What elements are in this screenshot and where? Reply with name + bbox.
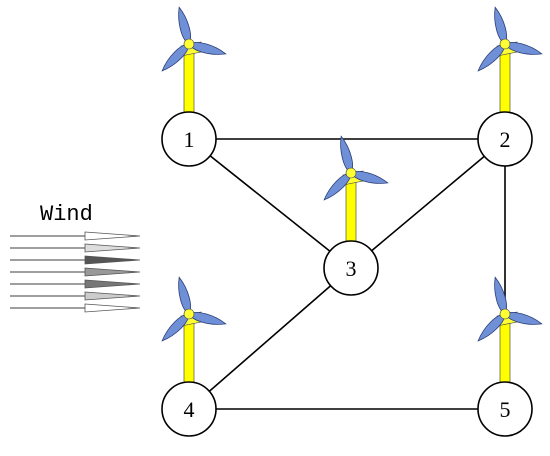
wind-arrow [10, 279, 141, 289]
wind-arrow [10, 255, 141, 265]
wind-arrow [10, 267, 141, 277]
wind-arrow [10, 243, 141, 253]
wind-turbine-icon-3 [323, 135, 389, 242]
wind-turbine-icon-2 [477, 6, 543, 113]
node-label-2: 2 [500, 127, 511, 152]
wind-turbine-icon-4 [161, 276, 227, 383]
node-label-4: 4 [184, 397, 195, 422]
node-label-1: 1 [184, 127, 195, 152]
node-2: 2 [477, 111, 533, 167]
node-5: 5 [477, 381, 533, 437]
node-label-3: 3 [346, 256, 357, 281]
wind-turbine-icon-5 [477, 276, 543, 383]
wind-arrow [10, 303, 141, 313]
node-4: 4 [161, 381, 217, 437]
wind-arrow [10, 231, 141, 241]
edges-group [188, 138, 506, 410]
node-1: 1 [161, 111, 217, 167]
edge-3-4 [188, 267, 352, 410]
wind-arrow [10, 291, 141, 301]
edge-1-3 [188, 138, 352, 269]
wind-arrows [10, 231, 141, 313]
edge-2-3 [350, 138, 506, 269]
wind-turbine-icon-1 [161, 6, 227, 113]
nodes-group: 1 2 3 4 5 [161, 111, 533, 437]
node-3: 3 [323, 240, 379, 296]
node-label-5: 5 [500, 397, 511, 422]
wind-label: Wind [40, 202, 93, 227]
turbines-group [161, 6, 543, 383]
wind-indicator: Wind [10, 202, 141, 313]
